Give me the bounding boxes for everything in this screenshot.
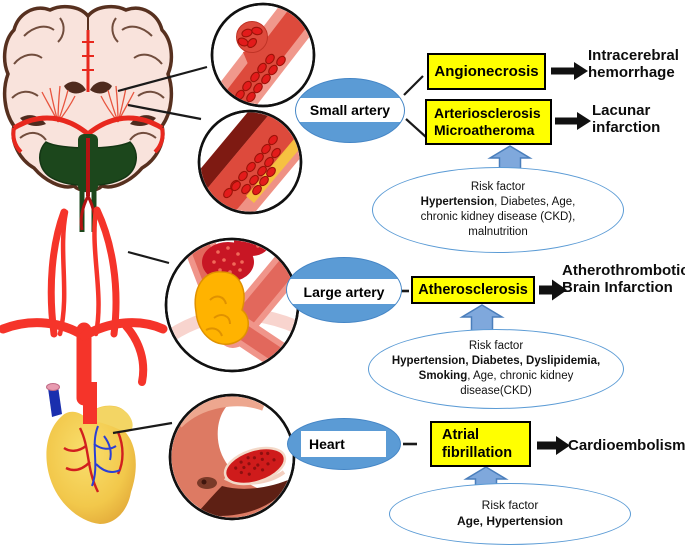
- outcome-atherothrombotic-brain-infarction: Atherothrombotic Brain Infarction: [562, 262, 685, 297]
- leader-lines: [112, 65, 427, 446]
- outcome-lacunar-infarction: Lacunar infarction: [592, 102, 660, 137]
- inset-small-artery-angionecrosis: [210, 2, 316, 108]
- risk-line2-small-artery: chronic kidney disease (CKD),: [420, 211, 576, 223]
- outcome-atherothrombotic-line2: Brain Infarction: [562, 279, 673, 297]
- atherosclerotic-plaque: [194, 271, 249, 345]
- outcome-atherothrombotic-line1: Atherothrombotic: [562, 262, 685, 279]
- risk-ellipse-heart: Risk factor Age, Hypertension: [389, 483, 631, 545]
- pathology-label-angionecrosis: Angionecrosis: [434, 63, 539, 80]
- brain-ventricle-right: [90, 81, 112, 94]
- inset-heart-thrombus: [168, 393, 296, 521]
- superior-vena-cava: [48, 386, 62, 417]
- heart-atrial-flap: [86, 406, 133, 433]
- risk-title-small-artery: Risk factor: [470, 180, 526, 193]
- risk-title-heart: Risk factor: [481, 498, 539, 513]
- pathology-box-arteriosclerosis: Arteriosclerosis Microatheroma: [425, 99, 552, 145]
- neck-arteries-illustration: [0, 206, 168, 406]
- heart-body: [46, 405, 136, 524]
- inset-small-artery-microatheroma: [197, 109, 303, 215]
- pathology-label-afib-line2: fibrillation: [442, 445, 513, 461]
- leader-brain-to-inset1: [117, 65, 208, 93]
- leader-carotid-to-inset3: [127, 250, 170, 265]
- organ-ellipse-small-artery: Small artery: [295, 78, 405, 143]
- inset-large-artery-atherosclerosis: [164, 237, 300, 373]
- outcome-cardioembolism: Cardioembolism: [568, 437, 685, 454]
- risk-ellipse-large-artery: Risk factor Hypertension, Diabetes, Dysl…: [368, 329, 624, 409]
- risk-bold-smoking: Smoking: [418, 370, 468, 382]
- outcome-lacunar-line1: Lacunar: [592, 102, 651, 119]
- outcome-lacunar-line2: infarction: [592, 119, 661, 137]
- risk-bold-htn-dm-dyslipidemia: Hypertension, Diabetes, Dyslipidemia,: [391, 354, 601, 367]
- riskfactor-arrow-large-artery: [459, 304, 505, 332]
- outcome-intracerebral-line2: hemorrhage: [588, 64, 675, 82]
- organ-ellipse-large-artery: Large artery: [286, 257, 402, 323]
- outcome-intracerebral-hemorrhage: Intracerebral hemorrhage: [588, 47, 679, 82]
- pathology-box-angionecrosis: Angionecrosis: [427, 53, 546, 90]
- risk-ellipse-small-artery: Risk factor Hypertension, Diabetes, Age,…: [372, 167, 624, 253]
- risk-rest-large-artery: , Age, chronic kidney: [467, 370, 574, 382]
- pathology-box-atherosclerosis: Atherosclerosis: [411, 276, 535, 304]
- outcome-cardioembolism-label: Cardioembolism: [568, 437, 685, 454]
- organ-ellipse-heart: Heart: [287, 418, 401, 470]
- organ-label-small-artery: Small artery: [296, 98, 404, 122]
- risk-line3-small-artery: malnutrition: [468, 226, 528, 239]
- risk-bold-age-hypertension: Age, Hypertension: [456, 514, 564, 528]
- pathology-box-atrial-fibrillation: Atrial fibrillation: [430, 421, 531, 467]
- risk-line1-large-artery: Hypertension, Diabetes, Dyslipidemia,: [369, 354, 623, 369]
- brain-illustration: [2, 4, 174, 232]
- pathology-label-arteriosclerosis-line2: Microatheroma: [434, 122, 535, 138]
- risk-line3-large-artery: disease(CKD): [460, 385, 532, 398]
- arrow-angionecrosis-outcome: [551, 62, 588, 80]
- anatomy-illustration-layer: [0, 2, 591, 524]
- pathology-label-atherosclerosis: Atherosclerosis: [418, 282, 528, 298]
- organ-label-heart: Heart: [301, 431, 386, 457]
- pathology-label-arteriosclerosis-line1: Arteriosclerosis: [434, 104, 541, 121]
- leader-smallartery-to-arteriosclerosis: [405, 118, 427, 138]
- leader-brain-to-inset2: [127, 103, 202, 121]
- arrow-atherosclerosis-outcome: [539, 279, 567, 301]
- vena-cava-opening: [46, 383, 60, 391]
- brain-ventricle-left: [64, 81, 86, 94]
- risk-title-large-artery: Risk factor: [468, 339, 524, 352]
- risk-line1-heart: Age, Hypertension: [390, 514, 630, 530]
- risk-bold-hypertension: Hypertension: [420, 195, 495, 208]
- organ-label-large-artery: Large artery: [287, 279, 401, 304]
- risk-line2-large-artery: Smoking, Age, chronic kidney: [369, 369, 623, 384]
- outcome-arrows: [537, 62, 591, 455]
- arrow-afib-outcome: [537, 436, 570, 455]
- risk-line1-small-artery: Hypertension, Diabetes, Age,: [373, 195, 623, 210]
- risk-rest-small-artery: , Diabetes, Age,: [494, 195, 576, 208]
- leader-smallartery-to-angionecrosis: [403, 75, 424, 96]
- anterior-cerebral-artery: [82, 30, 94, 92]
- leader-heart-to-inset4: [112, 421, 173, 435]
- arrow-arteriosclerosis-outcome: [555, 112, 591, 130]
- outcome-intracerebral-line1: Intracerebral: [588, 47, 679, 64]
- brain-gyri-lines: [11, 17, 165, 141]
- heart-illustration: [46, 382, 136, 524]
- coronary-arteries-red: [63, 427, 124, 493]
- coronary-veins-blue: [91, 425, 121, 487]
- atrial-thrombus: [223, 446, 287, 486]
- middle-cerebral-arteries: [11, 115, 165, 154]
- pathology-label-afib-line1: Atrial: [442, 426, 480, 443]
